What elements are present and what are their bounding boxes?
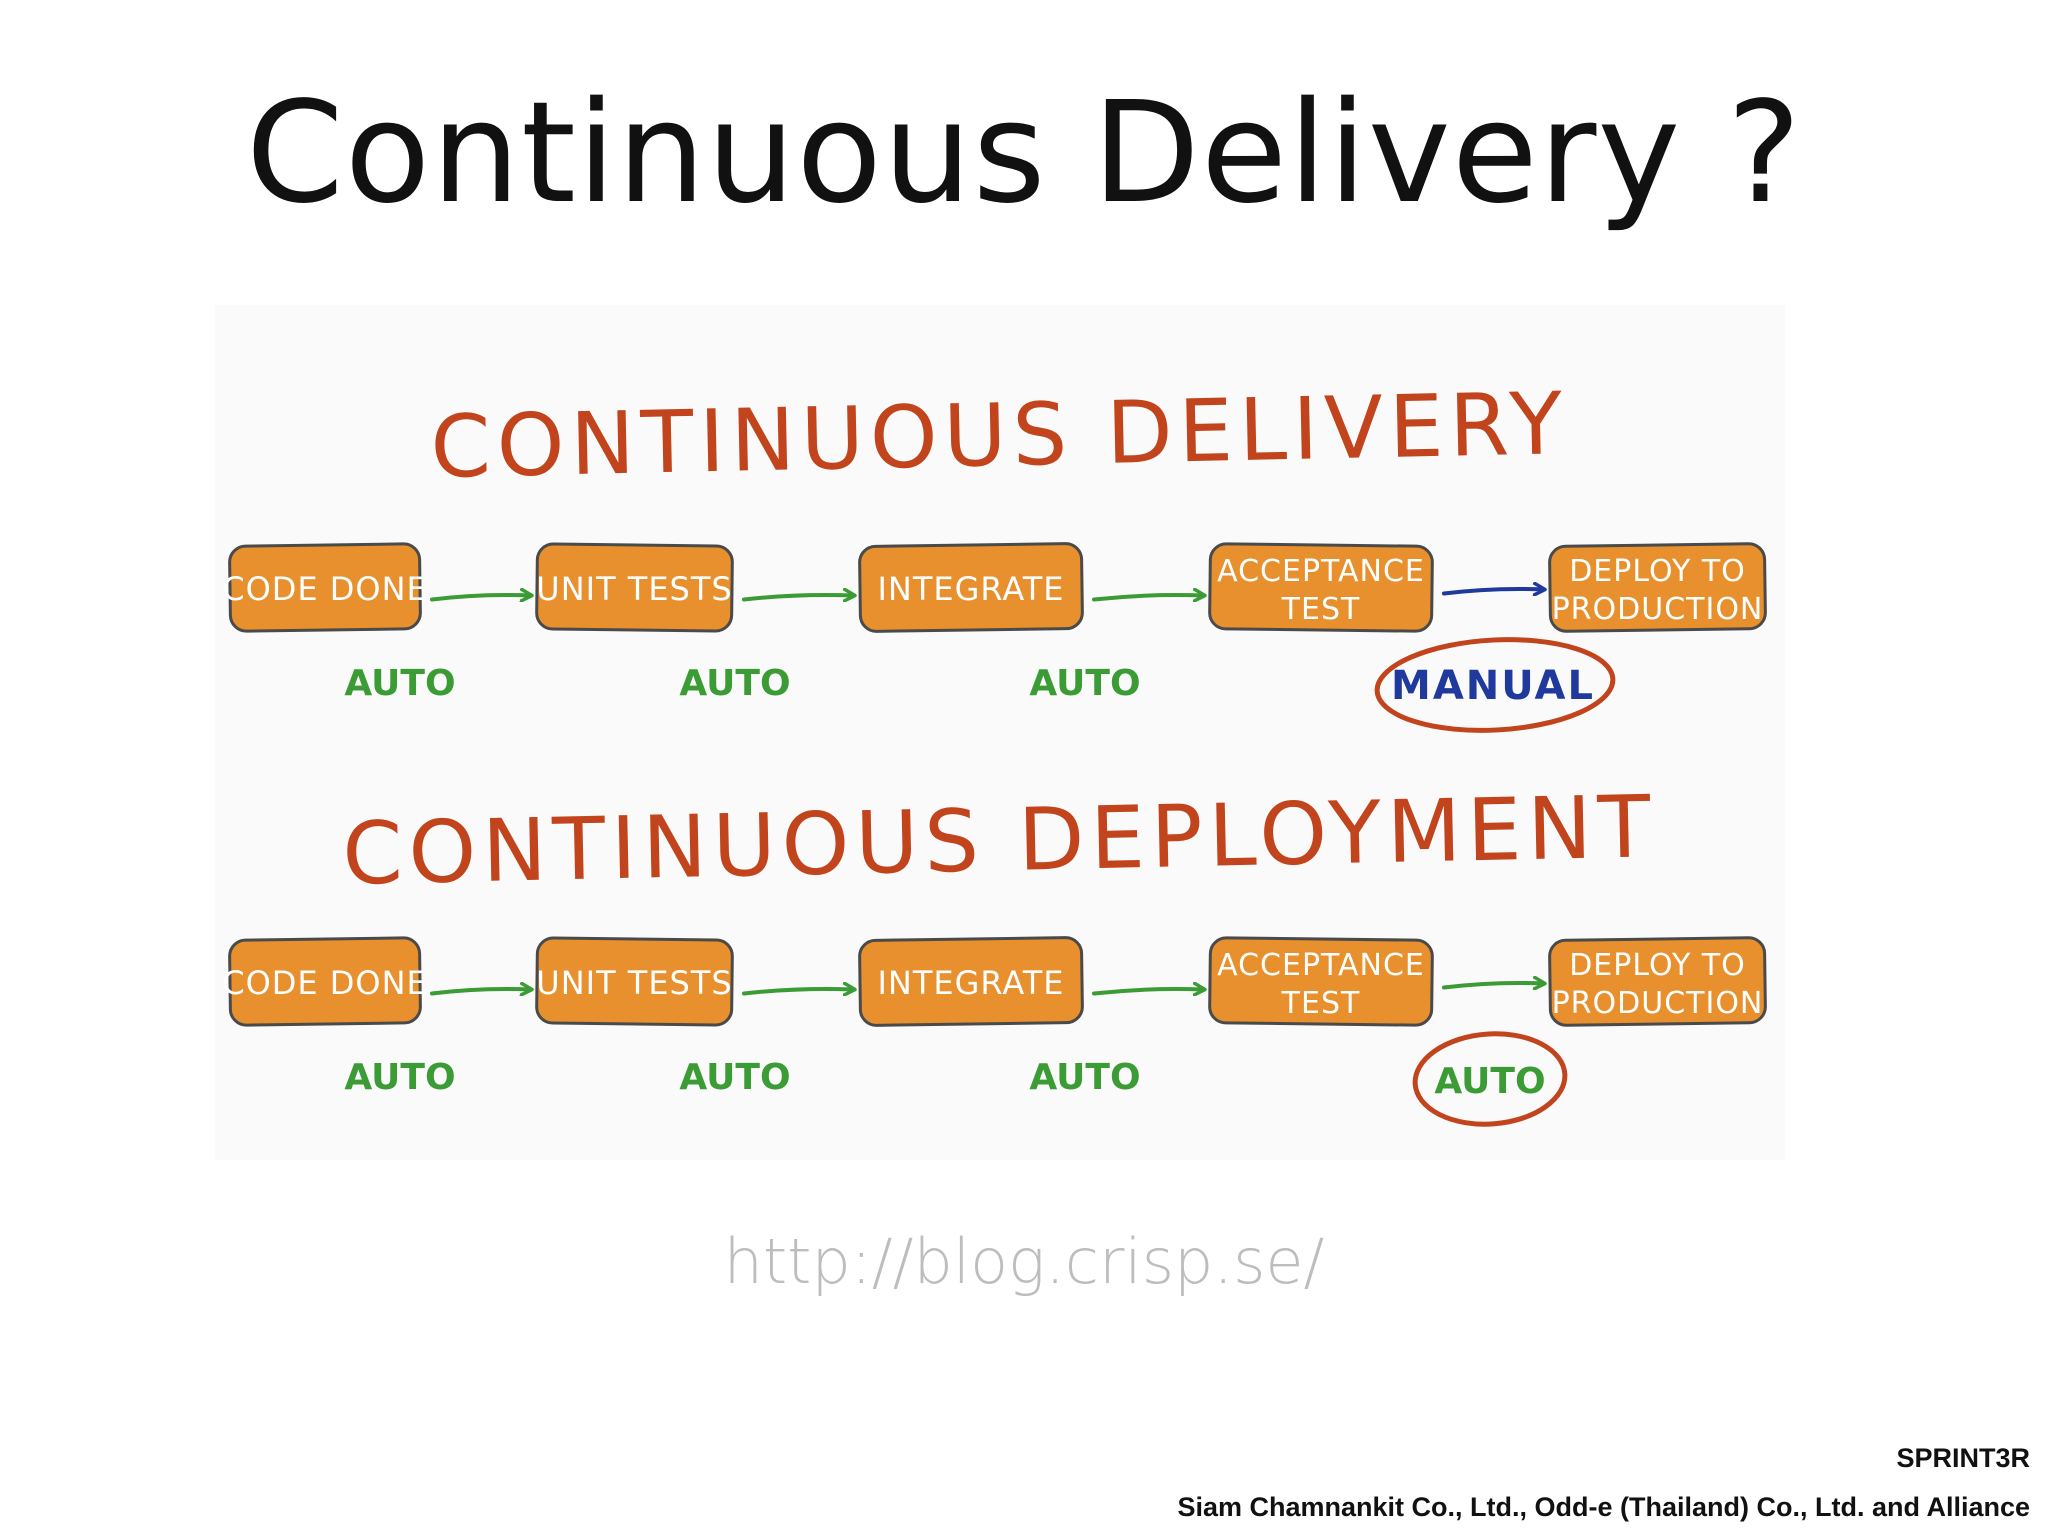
deployment-step-box: [535, 936, 734, 1027]
delivery-step-label: ACCEPTANCE: [1217, 554, 1425, 589]
deployment-step-label: PRODUCTION: [1552, 986, 1764, 1021]
delivery-step-box: [858, 542, 1084, 633]
deployment-heading: CONTINUOUS DEPLOYMENT: [341, 777, 1657, 904]
footer-credit: Siam Chamnankit Co., Ltd., Odd-e (Thaila…: [1177, 1492, 2030, 1522]
delivery-step-label: UNIT TESTS: [536, 570, 732, 608]
delivery-step-box: [535, 542, 734, 633]
delivery-step-box: [1208, 542, 1434, 633]
deployment-step-label: INTEGRATE: [877, 964, 1064, 1002]
delivery-transition-arrow: [1092, 595, 1204, 600]
delivery-step-label: CODE DONE: [222, 570, 428, 608]
delivery-transition-arrow: [742, 595, 854, 600]
delivery-step-box: [228, 542, 422, 633]
delivery-transition-label: MANUAL: [1391, 663, 1595, 709]
source-link[interactable]: http://blog.crisp.se/: [723, 1225, 1325, 1298]
deployment-step-box: [228, 936, 422, 1027]
deployment-step-label: DEPLOY TO: [1569, 948, 1746, 983]
delivery-step-label: INTEGRATE: [877, 570, 1064, 608]
delivery-transition-label: AUTO: [679, 663, 790, 704]
deployment-transition-arrow: [430, 989, 531, 994]
delivery-transition-arrow: [430, 595, 531, 600]
deployment-step-label: UNIT TESTS: [536, 964, 732, 1002]
deployment-transition-arrow: [742, 989, 854, 994]
deployment-highlight-circle: [1412, 1031, 1568, 1127]
delivery-step-label: TEST: [1281, 592, 1361, 627]
deployment-transition-label: AUTO: [1029, 1057, 1140, 1098]
deployment-transition-label: AUTO: [1434, 1061, 1545, 1102]
pipeline-diagram: CONTINUOUS DELIVERY CODE DONE UNIT TESTS IN…: [215, 305, 1785, 1160]
deployment-step-label: ACCEPTANCE: [1217, 948, 1425, 983]
delivery-highlight-circle: [1374, 637, 1616, 733]
delivery-transition-arrow: [1442, 589, 1544, 594]
footer-brand: SPRINT3R: [1896, 1443, 2030, 1473]
deployment-step-label: TEST: [1281, 986, 1361, 1021]
deployment-transition-arrow: [1092, 989, 1204, 994]
delivery-heading: CONTINUOUS DELIVERY: [430, 374, 1569, 498]
deployment-transition-label: AUTO: [679, 1057, 790, 1098]
deployment-transition-arrow: [1442, 983, 1544, 988]
deployment-step-box: [1208, 936, 1434, 1027]
delivery-step-label: PRODUCTION: [1552, 592, 1764, 627]
delivery-step-label: DEPLOY TO: [1569, 554, 1746, 589]
delivery-step-box: [1548, 542, 1767, 633]
deployment-transition-label: AUTO: [344, 1057, 455, 1098]
deployment-step-box: [858, 936, 1084, 1027]
delivery-transition-label: AUTO: [344, 663, 455, 704]
delivery-transition-label: AUTO: [1029, 663, 1140, 704]
deployment-step-label: CODE DONE: [222, 964, 428, 1002]
slide-title: Continuous Delivery ?: [245, 72, 1803, 235]
deployment-step-box: [1548, 936, 1767, 1027]
pipeline-diagram-canvas: CONTINUOUS DELIVERY CODE DONE UNIT TESTS IN…: [222, 374, 1767, 1127]
